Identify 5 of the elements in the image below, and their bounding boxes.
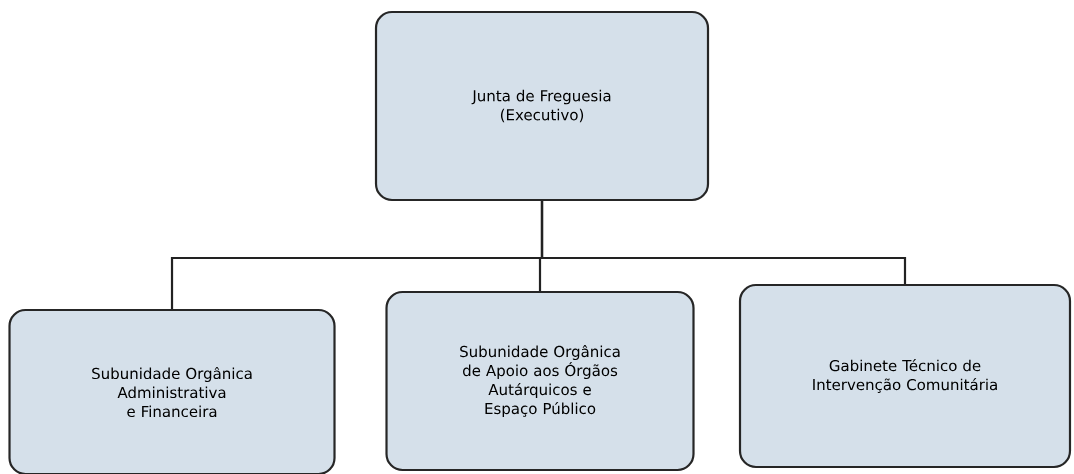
org-box: Subunidade Orgânica Administrativa e Financeira: [8, 308, 336, 474]
org-box: Subunidade Orgânica de Apoio aos Órgãos Autárquicos e Espaço Público: [385, 290, 695, 472]
connector-line: [540, 201, 907, 284]
org-box: Junta de Freguesia (Executivo): [374, 10, 710, 202]
org-box: Gabinete Técnico de Intervenção Comunitária: [738, 283, 1072, 469]
